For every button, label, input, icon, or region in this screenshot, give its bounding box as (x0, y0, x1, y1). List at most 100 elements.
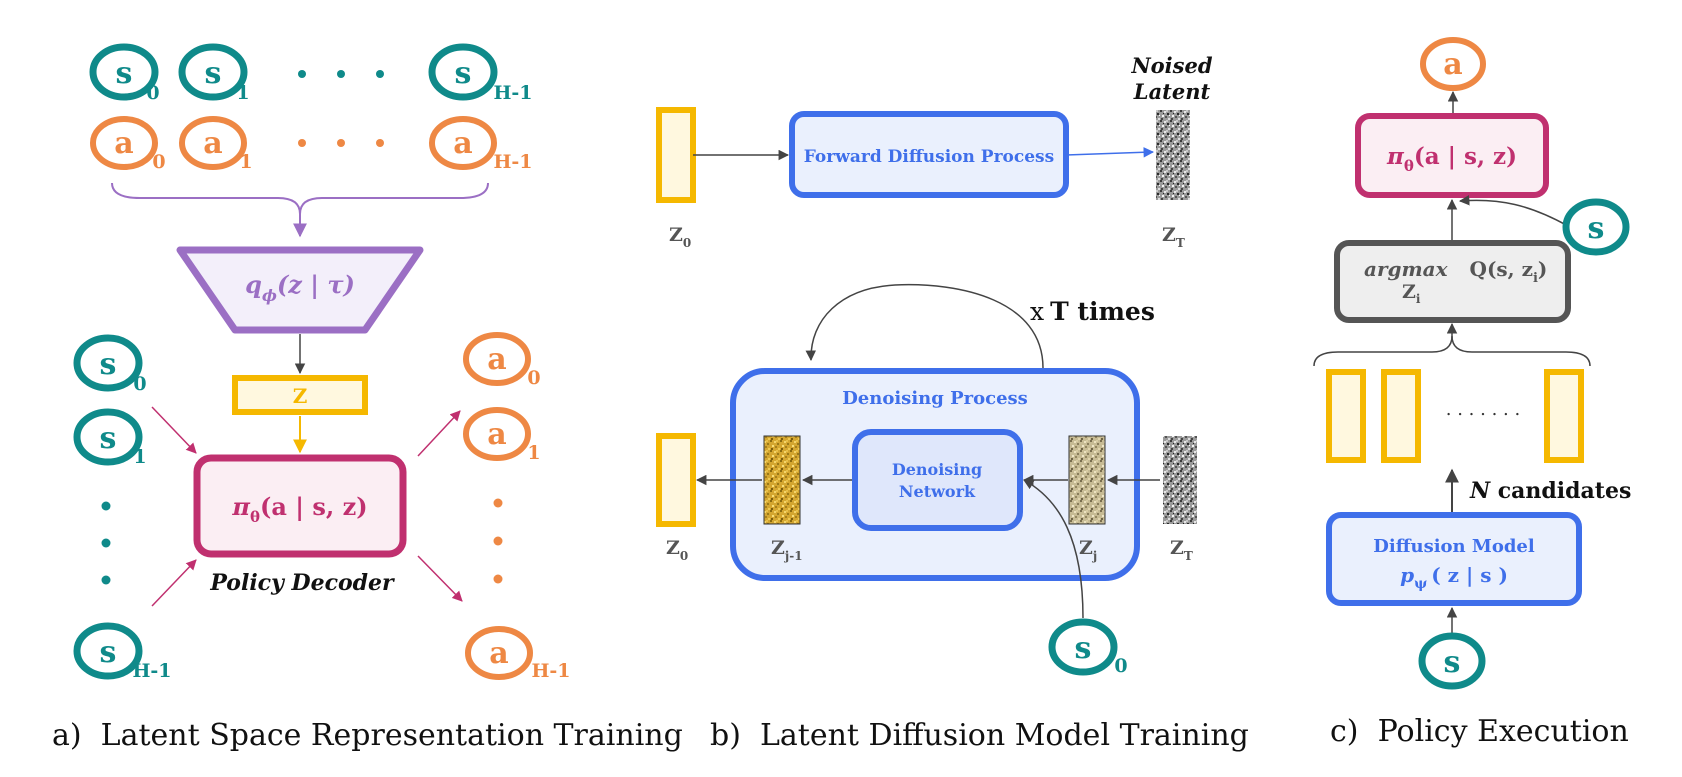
policy-decoder-label: Policy Decoder (209, 570, 395, 596)
action-letter: a (489, 636, 508, 671)
trajectory-action-dots (298, 139, 384, 147)
forward-diffusion-block: Forward Diffusion Process (789, 111, 1069, 198)
state-to-network-arrow (1023, 479, 1084, 619)
state-letter: s (100, 421, 117, 456)
clean-latent-top (656, 107, 696, 203)
action-subscript: 0 (527, 367, 540, 389)
state-subscript: 1 (133, 446, 146, 468)
trajectory-action-last: a H-1 (429, 116, 533, 173)
encoder-block: qϕ(z | τ) (176, 246, 424, 334)
state-letter: s (1075, 631, 1092, 666)
diffusion-model-formula: pψ( z | s ) (1400, 563, 1508, 592)
action-subscript: H-1 (493, 151, 532, 173)
action-letter: a (453, 126, 472, 161)
output-action-last: a H-1 (465, 626, 571, 682)
state-letter: s (455, 56, 472, 91)
clean-latent-bottom-label: Z0 (666, 537, 688, 563)
clean-latent-bottom (656, 433, 696, 527)
latent-z-block: Z (232, 375, 368, 415)
repeat-loop-arrow (805, 283, 1044, 369)
trajectory-state-0: s 0 (89, 43, 160, 104)
diffusion-model-label: Diffusion Model (1373, 536, 1535, 557)
clean-latent-top-label: Z0 (669, 224, 691, 250)
actions-out-arrow-bottom (417, 555, 463, 602)
state-subscript: 1 (236, 82, 249, 104)
noised-latent-title-line1: Noised (1130, 53, 1212, 78)
candidate-latent-1 (1326, 369, 1366, 463)
state-letter: s (205, 56, 222, 91)
state-letter: s (100, 347, 117, 382)
candidate-latent-2 (1381, 369, 1421, 463)
policy-formula: πθ(a | s, z) (1386, 143, 1517, 175)
input-state-last: s H-1 (73, 622, 172, 682)
actions-out-arrow-top (417, 410, 461, 457)
encoder-formula: qϕ(z | τ) (245, 270, 355, 305)
latent-j-label: Zj (1079, 537, 1097, 563)
action-subscript: H-1 (531, 660, 570, 682)
action-letter: a (487, 417, 506, 452)
states-in-arrow-bottom (151, 559, 197, 607)
noise-input-label: ZT (1170, 537, 1193, 563)
input-state-0: s 0 (73, 334, 147, 395)
state-letter: s (1588, 211, 1605, 246)
latent-j-minus-1-label: Zj-1 (771, 537, 803, 563)
state-subscript: 0 (133, 373, 146, 395)
candidates-brace (1313, 335, 1591, 367)
state-subscript: H-1 (132, 660, 171, 682)
trajectory-action-1: a 1 (179, 116, 253, 173)
state-letter: s (116, 56, 133, 91)
state-letter: s (1444, 645, 1461, 680)
candidates-ellipsis: . . . . . . . (1446, 399, 1520, 420)
panel-b: Z0 Forward Diffusion Process Noised Late… (656, 53, 1249, 753)
input-state-1: s 1 (73, 408, 147, 468)
action-letter: a (203, 126, 222, 161)
state-to-policy-arrow (1458, 195, 1569, 227)
trajectory-brace (111, 182, 489, 215)
argmax-subscript: Zi (1402, 281, 1421, 306)
trajectory-state-dots (298, 70, 384, 78)
denoising-process-label: Denoising Process (842, 388, 1028, 409)
state-subscript: 0 (146, 82, 159, 104)
execution-state-top: s (1562, 198, 1630, 256)
state-subscript: 0 (1114, 655, 1127, 677)
action-letter: a (1443, 47, 1462, 82)
policy-formula: πθ(a | s, z) (231, 492, 367, 526)
policy-block: πθ(a | s, z) (1355, 113, 1549, 198)
output-action-1: a 1 (463, 407, 541, 464)
panel-a-caption: a) Latent Space Representation Training (52, 718, 683, 753)
diffusion-model-block: Diffusion Model pψ( z | s ) (1326, 512, 1582, 606)
panel-b-caption: b) Latent Diffusion Model Training (710, 718, 1249, 753)
panel-c-caption: c) Policy Execution (1330, 714, 1629, 749)
latent-j-image (1068, 435, 1106, 525)
denoising-network-label-line2: Network (899, 482, 976, 501)
panel-a: s 0 s 1 s H-1 a 0 a 1 (52, 43, 683, 753)
latent-j-minus-1-image (763, 435, 801, 525)
state-subscript: H-1 (493, 82, 532, 104)
trajectory-state-1: s 1 (178, 43, 250, 104)
trajectory-state-last: s H-1 (428, 43, 533, 104)
n-candidates-label: N candidates (1469, 478, 1631, 504)
states-in-arrow-top (151, 406, 197, 454)
action-letter: a (487, 342, 506, 377)
state-letter: s (100, 635, 117, 670)
output-action: a (1420, 37, 1486, 91)
noised-latent-image (1156, 110, 1190, 200)
noised-latent-title-line2: Latent (1133, 79, 1211, 104)
candidate-latent-n (1544, 369, 1584, 463)
denoising-network-block: Denoising Network (852, 429, 1023, 531)
noised-latent-label: ZT (1162, 224, 1185, 250)
forward-diffusion-label: Forward Diffusion Process (804, 147, 1054, 167)
execution-state-bottom: s (1418, 632, 1486, 690)
output-action-0: a 0 (463, 332, 541, 389)
policy-decoder-block: πθ(a | s, z) (193, 454, 407, 558)
latent-z-label: Z (293, 384, 308, 408)
input-state-dots (101, 501, 111, 585)
noise-input-image (1163, 436, 1197, 524)
conditioning-state: s 0 (1048, 618, 1128, 677)
forward-to-noised-arrow (1065, 147, 1155, 158)
